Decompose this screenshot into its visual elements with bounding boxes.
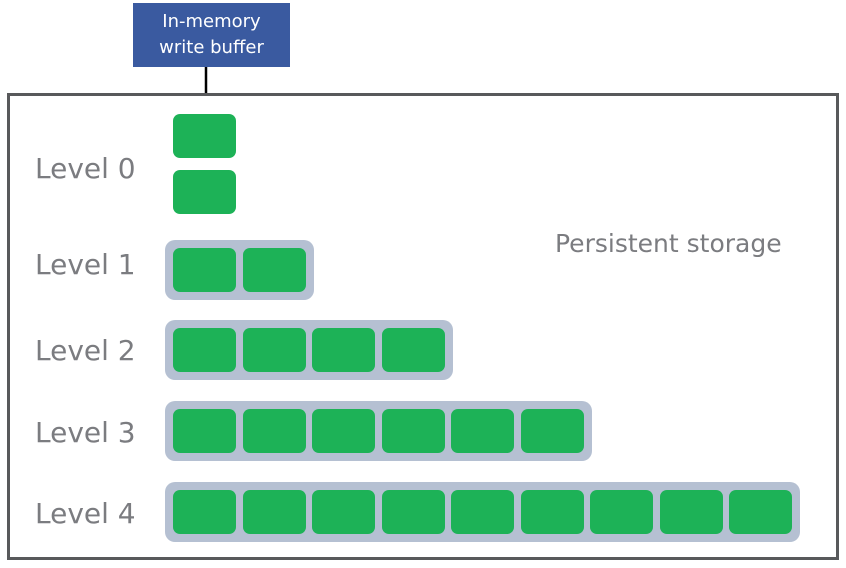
sstable-block (382, 328, 445, 372)
sstable-block (521, 490, 584, 534)
sstable-block (521, 409, 584, 453)
sstable-block (243, 328, 306, 372)
sstable-block (243, 490, 306, 534)
sstable-block (312, 490, 375, 534)
sstable-block (451, 409, 514, 453)
sstable-block (173, 170, 236, 214)
level-2-label: Level 2 (35, 334, 136, 367)
level-1-label: Level 1 (35, 248, 136, 281)
write-buffer-box: In-memory write buffer (133, 3, 290, 67)
sstable-block (243, 248, 306, 292)
sstable-block (451, 490, 514, 534)
sstable-block (173, 328, 236, 372)
sstable-block (173, 490, 236, 534)
level-0-label: Level 0 (35, 152, 136, 185)
sstable-block (590, 490, 653, 534)
write-buffer-label-line1: In-memory (162, 11, 261, 32)
sstable-block (173, 114, 236, 158)
persistent-storage-label: Persistent storage (555, 229, 782, 258)
level-4-label: Level 4 (35, 497, 136, 530)
level-3-label: Level 3 (35, 416, 136, 449)
sstable-block (312, 409, 375, 453)
sstable-block (729, 490, 792, 534)
level-3-tray (165, 401, 592, 461)
write-buffer-label-line2: write buffer (159, 37, 264, 58)
sstable-block (173, 248, 236, 292)
sstable-block (382, 409, 445, 453)
sstable-block (173, 409, 236, 453)
sstable-block (382, 490, 445, 534)
sstable-block (243, 409, 306, 453)
sstable-block (312, 328, 375, 372)
sstable-block (660, 490, 723, 534)
